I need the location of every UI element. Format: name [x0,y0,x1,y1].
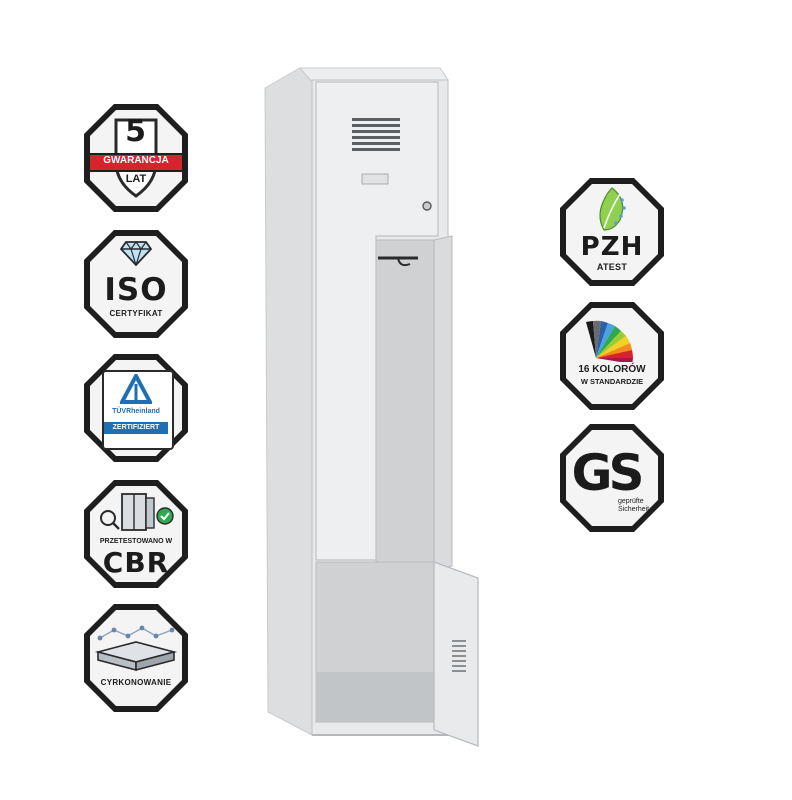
colors-line2: W STANDARDZIE [580,377,644,386]
vent-grille [352,118,400,151]
tuv-triangle-icon [120,374,152,404]
z-locker-image [250,60,500,760]
gs-mark-icon: GS [571,444,644,502]
gs-badge: GS geprüfte Sicherheit [556,420,668,536]
diamond-icon [120,240,152,266]
warranty-ribbon-text: GWARANCJA [103,155,169,166]
tuv-brand: TÜVRheinland [112,408,160,415]
gs-caption-line1: geprüfte [618,498,644,505]
warranty-badge: 5 GWARANCJA LAT [80,100,192,216]
tuv-badge: TÜVRheinland ZERTIFIZIERT [80,350,192,466]
layers-icon [94,625,178,672]
tuv-ribbon [104,422,168,434]
colors-badge: 16 KOLORÓW W STANDARDZIE [556,298,668,414]
gs-caption-line2: Sicherheit [618,506,650,513]
colors-line1: 16 KOLORÓW [578,364,646,375]
lower-door-vent [452,640,466,672]
pzh-subtitle: ATEST [596,262,628,272]
tuv-ribbon-text: ZERTIFIZIERT [112,424,160,431]
cbr-tested-label: PRZETESTOWANO W [99,538,173,545]
locker-check-icon [100,493,174,531]
warranty-ribbon [90,153,182,172]
pzh-badge: PZH ATEST [556,174,668,290]
warranty-years-label: LAT [125,173,147,185]
cbr-badge: PRZETESTOWANO W CBR [80,476,192,592]
leaf-dna-icon [599,187,626,231]
color-fan-icon [586,320,633,362]
iso-subtitle: CERTYFIKAT [109,309,163,318]
iso-badge: ISO CERTYFIKAT [80,226,192,342]
zirconium-label: CYRKONOWANIE [100,678,172,687]
cbr-title: CBR [102,546,170,579]
zirconium-badge: CYRKONOWANIE [80,600,192,716]
pzh-title: PZH [580,232,644,262]
iso-title: ISO [104,272,168,308]
warranty-number: 5 [125,114,147,149]
locker-illustration [264,67,479,747]
